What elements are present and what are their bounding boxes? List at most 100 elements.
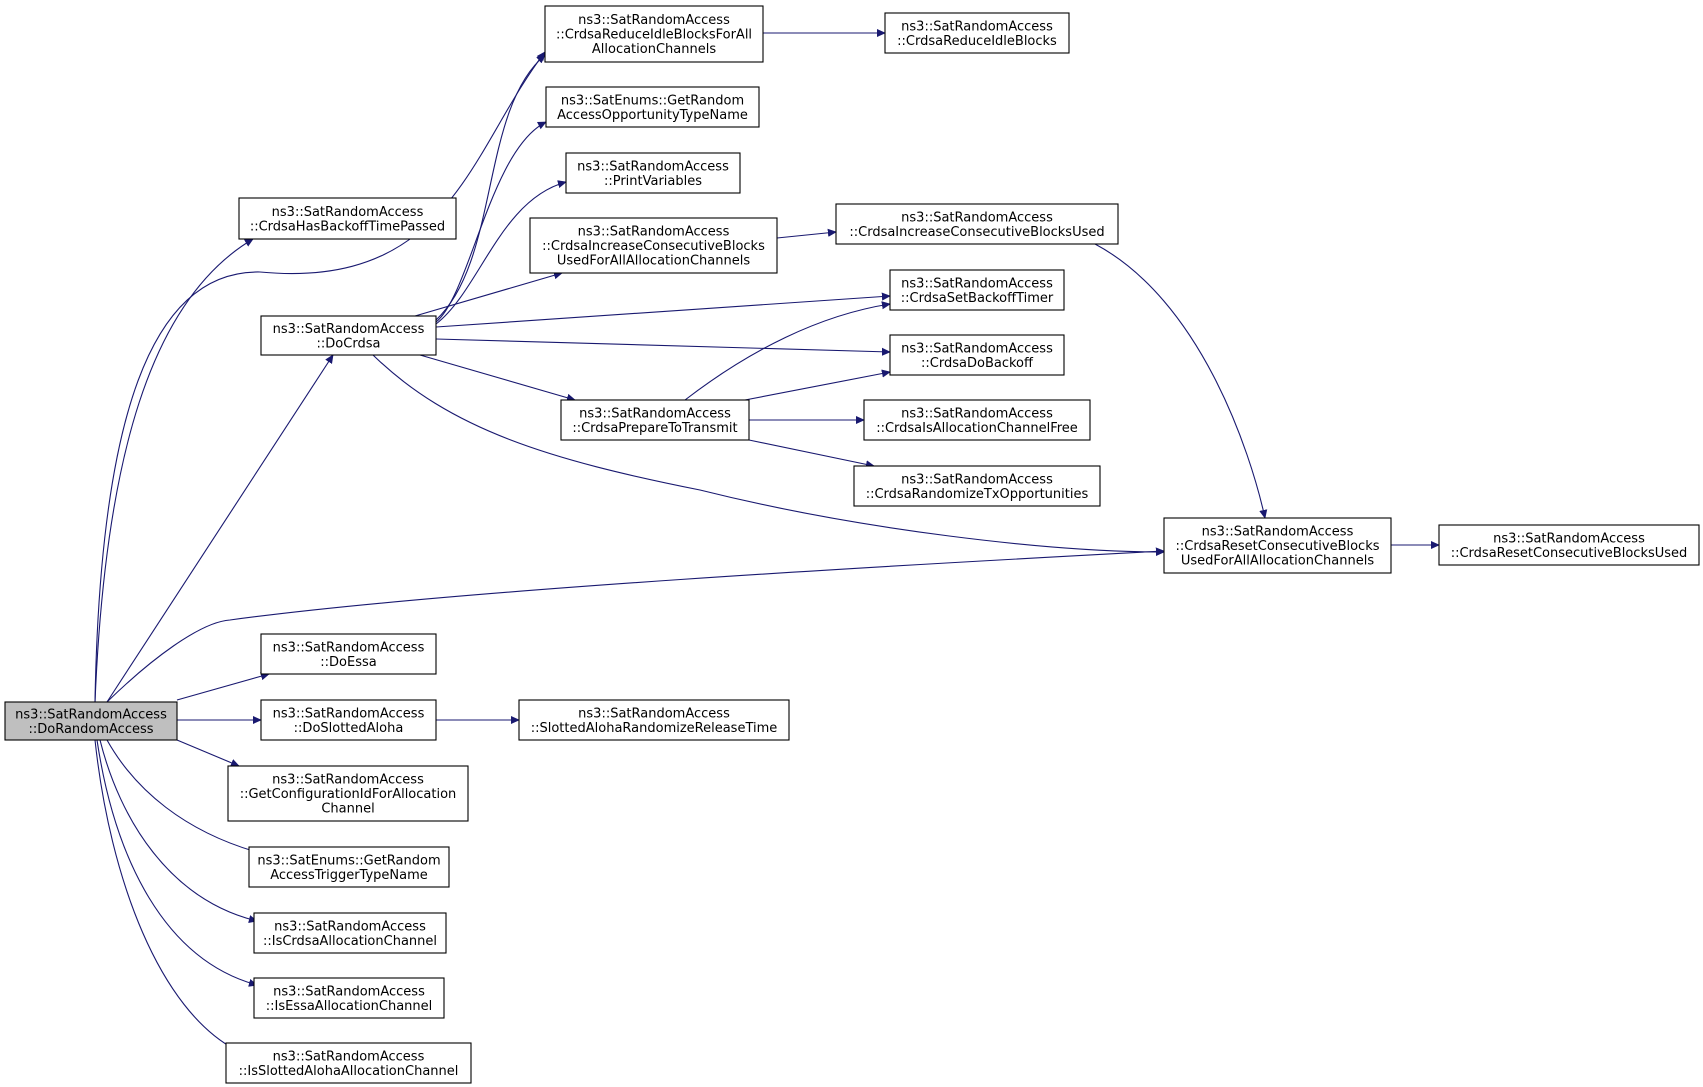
node-box bbox=[225, 1042, 472, 1084]
edge-doCrdsa-to-prepTx bbox=[419, 354, 576, 402]
edge-doRandomAccess-to-resetConsecAll bbox=[106, 547, 1165, 703]
node-label-line: ns3::SatRandomAccess bbox=[15, 707, 167, 722]
node-label-line: ::IsSlottedAlohaAllocationChannel bbox=[239, 1064, 459, 1079]
node-box bbox=[518, 699, 790, 741]
node-label-line: ns3::SatRandomAccess bbox=[273, 322, 425, 337]
node-label-line: ns3::SatRandomAccess bbox=[274, 919, 426, 934]
node-isCrdsa[interactable]: ns3::SatRandomAccess::IsCrdsaAllocationC… bbox=[253, 912, 447, 954]
node-label-line: ns3::SatRandomAccess bbox=[577, 159, 729, 174]
edge-incConsec-to-resetConsecAll bbox=[1094, 243, 1268, 519]
node-label-line: UsedForAllAllocationChannels bbox=[1181, 554, 1374, 569]
node-reduceIdleAll[interactable]: ns3::SatRandomAccess::CrdsaReduceIdleBlo… bbox=[544, 5, 764, 63]
node-label-line: ::CrdsaReduceIdleBlocks bbox=[897, 34, 1057, 49]
node-doEssa[interactable]: ns3::SatRandomAccess::DoEssa bbox=[260, 633, 437, 675]
node-printVars[interactable]: ns3::SatRandomAccess::PrintVariables bbox=[565, 152, 741, 194]
node-label-line: ns3::SatRandomAccess bbox=[901, 341, 1053, 356]
edge-doCrdsa-to-reduceIdleAll bbox=[435, 54, 546, 321]
node-box bbox=[1163, 517, 1392, 574]
edge-doRandomAccess-to-reduceIdleAll bbox=[94, 51, 546, 703]
node-label-line: ns3::SatRandomAccess bbox=[901, 406, 1053, 421]
edge-doCrdsa-to-resetConsecAll bbox=[372, 354, 1165, 557]
node-box bbox=[545, 86, 760, 128]
edge-doRandomAccess-to-getConfigId bbox=[176, 739, 240, 767]
node-doRandomAccess[interactable]: ns3::SatRandomAccess::DoRandomAccess bbox=[4, 701, 178, 741]
node-crdsaHasBackoff[interactable]: ns3::SatRandomAccess::CrdsaHasBackoffTim… bbox=[238, 197, 457, 240]
node-incConsec[interactable]: ns3::SatRandomAccess::CrdsaIncreaseConse… bbox=[835, 203, 1119, 245]
node-label-line: ns3::SatRandomAccess bbox=[272, 205, 424, 220]
edge-doRandomAccess-to-doEssa bbox=[176, 672, 270, 701]
node-resetConsec[interactable]: ns3::SatRandomAccess::CrdsaResetConsecut… bbox=[1438, 524, 1700, 566]
node-isSlotted[interactable]: ns3::SatRandomAccess::IsSlottedAlohaAllo… bbox=[225, 1042, 472, 1084]
node-setBackoff[interactable]: ns3::SatRandomAccess::CrdsaSetBackoffTim… bbox=[889, 269, 1065, 311]
node-doCrdsa[interactable]: ns3::SatRandomAccess::DoCrdsa bbox=[260, 315, 437, 356]
edge-prepTx-to-randTxOpp bbox=[748, 439, 875, 469]
node-label-line: ::IsCrdsaAllocationChannel bbox=[263, 934, 437, 949]
edge-doCrdsa-to-printVars bbox=[435, 180, 567, 325]
node-box bbox=[884, 12, 1070, 54]
edge-doCrdsa-to-setBackoff bbox=[435, 292, 891, 328]
node-label-line: ::CrdsaIsAllocationChannelFree bbox=[876, 421, 1078, 436]
node-label-line: ns3::SatRandomAccess bbox=[1493, 531, 1645, 546]
node-label-line: ::DoSlottedAloha bbox=[294, 721, 404, 736]
node-label-line: UsedForAllAllocationChannels bbox=[557, 254, 750, 269]
node-label-line: ns3::SatRandomAccess bbox=[579, 406, 731, 421]
node-label-line: AllocationChannels bbox=[592, 42, 716, 57]
edge-incConsecAll-to-incConsec bbox=[776, 228, 837, 239]
node-label-line: AccessTriggerTypeName bbox=[270, 868, 428, 883]
node-label-line: ::DoEssa bbox=[320, 655, 376, 670]
node-label-line: ns3::SatRandomAccess bbox=[901, 472, 1053, 487]
node-randTxOpp[interactable]: ns3::SatRandomAccess::CrdsaRandomizeTxOp… bbox=[853, 465, 1101, 507]
node-label-line: ns3::SatRandomAccess bbox=[578, 225, 730, 240]
edge-doRandomAccess-to-isSlotted bbox=[94, 739, 237, 1051]
node-box bbox=[560, 399, 750, 441]
node-label-line: ns3::SatRandomAccess bbox=[901, 276, 1053, 291]
node-label-line: ns3::SatRandomAccess bbox=[273, 640, 425, 655]
node-prepTx[interactable]: ns3::SatRandomAccess::CrdsaPrepareToTran… bbox=[560, 399, 750, 441]
node-label-line: ::CrdsaDoBackoff bbox=[921, 356, 1034, 371]
node-label-line: ::CrdsaResetConsecutiveBlocks bbox=[1175, 539, 1379, 554]
edge-doRandomAccess-to-crdsaHasBackoff bbox=[94, 238, 254, 703]
node-label-line: ::DoRandomAccess bbox=[28, 722, 153, 737]
node-box bbox=[544, 5, 764, 63]
node-reduceIdle[interactable]: ns3::SatRandomAccess::CrdsaReduceIdleBlo… bbox=[884, 12, 1070, 54]
node-box bbox=[1438, 524, 1700, 566]
edge-prepTx-to-setBackoff bbox=[684, 301, 891, 401]
node-isEssa[interactable]: ns3::SatRandomAccess::IsEssaAllocationCh… bbox=[253, 977, 445, 1019]
function-nodes: ns3::SatRandomAccess::DoRandomAccessns3:… bbox=[4, 5, 1700, 1084]
node-label-line: ns3::SatEnums::GetRandom bbox=[257, 853, 440, 868]
node-slottedRelease[interactable]: ns3::SatRandomAccess::SlottedAlohaRandom… bbox=[518, 699, 790, 741]
call-edges bbox=[94, 28, 1440, 1051]
node-getRaOppType[interactable]: ns3::SatEnums::GetRandomAccessOpportunit… bbox=[545, 86, 760, 128]
node-getRaTrigger[interactable]: ns3::SatEnums::GetRandomAccessTriggerTyp… bbox=[248, 846, 450, 888]
node-box bbox=[260, 699, 437, 741]
node-label-line: ns3::SatRandomAccess bbox=[272, 773, 424, 788]
node-box bbox=[565, 152, 741, 194]
node-box bbox=[853, 465, 1101, 507]
edge-doCrdsa-to-doBackoff bbox=[435, 338, 891, 356]
node-incConsecAll[interactable]: ns3::SatRandomAccess::CrdsaIncreaseConse… bbox=[529, 217, 778, 274]
node-isAllocFree[interactable]: ns3::SatRandomAccess::CrdsaIsAllocationC… bbox=[863, 399, 1091, 441]
node-label-line: ::CrdsaPrepareToTransmit bbox=[572, 421, 737, 436]
node-label-line: ::CrdsaIncreaseConsecutiveBlocksUsed bbox=[849, 225, 1104, 240]
edge-doRandomAccess-to-isEssa bbox=[96, 739, 258, 987]
edge-doRandomAccess-to-getRaTrigger bbox=[106, 739, 261, 855]
node-label-line: ::GetConfigurationIdForAllocation bbox=[240, 787, 457, 802]
node-box bbox=[260, 633, 437, 675]
node-box bbox=[889, 269, 1065, 311]
edge-doRandomAccess-to-doCrdsa bbox=[106, 354, 334, 703]
node-label-line: ::PrintVariables bbox=[604, 174, 702, 189]
node-box bbox=[238, 197, 457, 240]
node-label-line: ::CrdsaRandomizeTxOpportunities bbox=[866, 487, 1089, 502]
node-label-line: ::SlottedAlohaRandomizeReleaseTime bbox=[531, 721, 778, 736]
node-label-line: ns3::SatRandomAccess bbox=[273, 706, 425, 721]
node-doBackoff[interactable]: ns3::SatRandomAccess::CrdsaDoBackoff bbox=[889, 334, 1065, 376]
node-label-line: ns3::SatEnums::GetRandom bbox=[561, 93, 744, 108]
node-label-line: ::CrdsaHasBackoffTimePassed bbox=[250, 219, 445, 234]
node-getConfigId[interactable]: ns3::SatRandomAccess::GetConfigurationId… bbox=[227, 765, 469, 822]
node-box bbox=[260, 315, 437, 356]
node-doSlotted[interactable]: ns3::SatRandomAccess::DoSlottedAloha bbox=[260, 699, 437, 741]
node-resetConsecAll[interactable]: ns3::SatRandomAccess::CrdsaResetConsecut… bbox=[1163, 517, 1392, 574]
node-box bbox=[248, 846, 450, 888]
node-box bbox=[227, 765, 469, 822]
